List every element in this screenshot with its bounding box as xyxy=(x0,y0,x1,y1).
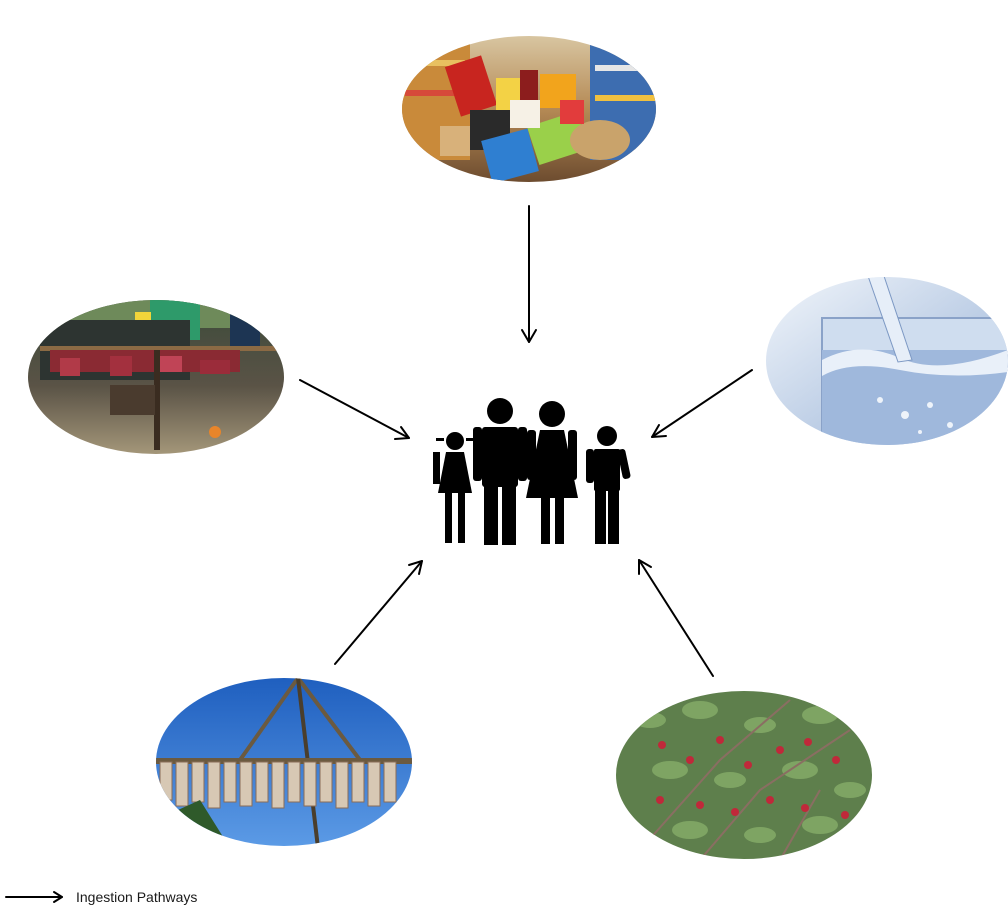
arrow-icon xyxy=(5,891,63,903)
boy-figure xyxy=(586,426,631,544)
arrow-grocery-to-family xyxy=(521,205,537,343)
drying-fish-rack-photo xyxy=(156,678,412,846)
grocery-store-photo xyxy=(402,36,656,182)
woman-figure xyxy=(526,401,578,544)
man-figure xyxy=(473,398,527,545)
arrow-fish-to-family xyxy=(334,560,423,665)
arrow-meat-to-family xyxy=(299,379,410,440)
arrow-water-to-family xyxy=(651,369,753,438)
arrow-berries-to-family xyxy=(638,559,714,677)
berry-bush-photo xyxy=(616,691,872,859)
family-icon xyxy=(433,398,631,545)
smoked-meat-camp-photo xyxy=(28,300,284,454)
girl-figure xyxy=(433,432,474,543)
water-glass-photo xyxy=(766,277,1008,445)
legend-label: Ingestion Pathways xyxy=(76,889,198,905)
